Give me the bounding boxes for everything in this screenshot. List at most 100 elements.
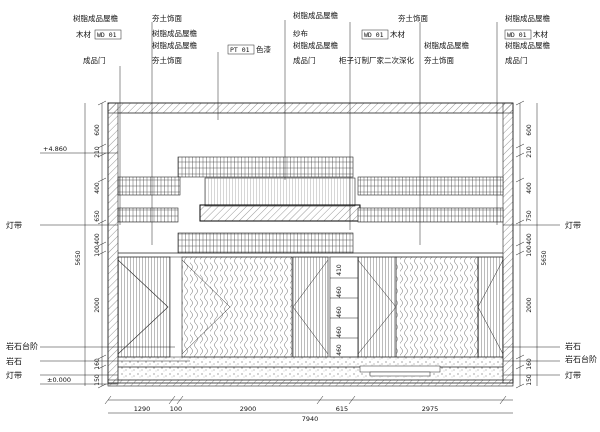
top-labels-midleft: 夯土饰面 树脂成品屋檐 树脂成品屋檐 夯土饰面 PT 01 色漆 xyxy=(152,13,271,65)
dim-lines xyxy=(84,103,538,414)
dim-tick xyxy=(97,143,107,149)
left-dim: 2000 xyxy=(94,297,101,312)
dim-tick xyxy=(515,364,525,370)
label-rock-step: 岩石台阶 xyxy=(565,354,597,364)
right-dim: 750 xyxy=(526,210,533,222)
label-light-strip: 灯带 xyxy=(565,220,581,230)
dim-tick xyxy=(104,395,112,405)
bottom-dim: 615 xyxy=(336,405,348,413)
material-code-wd01: WD 01 xyxy=(364,31,384,39)
top-labels-right: 树脂成品屋檐 WD 01 木材 树脂成品屋檐 成品门 xyxy=(504,13,550,65)
label-rammed-earth: 夯土饰面 xyxy=(152,55,182,65)
right-dim: 100 xyxy=(526,245,533,257)
right-dim: 400 xyxy=(526,182,533,194)
dim-tick xyxy=(515,177,525,183)
label-rammed-earth: 夯土饰面 xyxy=(424,55,454,65)
dim-tick xyxy=(515,250,525,256)
label-resin-eave: 树脂成品屋檐 xyxy=(152,40,197,50)
dim-tick xyxy=(97,250,107,256)
right-dim: 160 xyxy=(526,358,533,370)
label-light-strip: 灯带 xyxy=(6,370,22,380)
top-labels-centerright: 夯土饰面 WD 01 木材 树脂成品屋檐 柜子订制厂家二次深化 夯土饰面 xyxy=(339,13,469,65)
left-dim: 600 xyxy=(94,124,101,136)
left-dim: 100 xyxy=(94,245,101,257)
label-gauze: 纱布 xyxy=(293,28,308,38)
inner-dim: 460 xyxy=(336,286,343,298)
bottom-dimensions: 1290 100 2900 615 2975 xyxy=(104,395,507,413)
left-dim: 150 xyxy=(94,374,101,386)
dim-tick xyxy=(97,152,107,158)
door-panels xyxy=(117,256,504,358)
dim-tick xyxy=(168,395,176,405)
dim-tick xyxy=(97,364,107,370)
dim-tick xyxy=(348,395,356,405)
dim-tick xyxy=(515,219,525,225)
level-upper: +4.860 xyxy=(43,145,67,153)
label-paint: 色漆 xyxy=(256,44,271,54)
bottom-dim: 2900 xyxy=(240,405,257,413)
dim-tick xyxy=(515,383,525,389)
label-rock: 岩石 xyxy=(565,341,581,351)
label-door: 成品门 xyxy=(293,55,316,65)
left-dim: 650 xyxy=(94,210,101,222)
inner-dimensions: 410 460 460 460 460 xyxy=(336,264,343,356)
label-light-strip: 灯带 xyxy=(6,220,22,230)
wall-frame xyxy=(107,102,514,387)
dim-tick xyxy=(97,241,107,247)
bottom-dim: 100 xyxy=(170,405,182,413)
rock-base xyxy=(117,356,504,381)
roof-eaves xyxy=(117,156,504,258)
label-resin-eave: 树脂成品屋檐 xyxy=(505,40,550,50)
label-wood: 木材 xyxy=(76,29,91,39)
label-light-strip: 灯带 xyxy=(565,370,581,380)
bottom-dim: 1290 xyxy=(134,405,151,413)
dim-tick xyxy=(515,152,525,158)
inner-dim: 460 xyxy=(336,326,343,338)
inner-dim: 410 xyxy=(336,264,343,276)
label-rock-step: 岩石台阶 xyxy=(6,341,38,351)
right-dim: 2000 xyxy=(526,297,533,312)
dim-tick xyxy=(499,395,507,405)
bottom-dim: 2975 xyxy=(422,405,439,413)
dim-tick xyxy=(515,241,525,247)
dim-tick xyxy=(176,395,184,405)
dim-tick xyxy=(97,177,107,183)
dim-tick xyxy=(316,395,324,405)
label-wood: 木材 xyxy=(533,29,548,39)
top-labels-left: 树脂成品屋檐 木材 WD 01 成品门 xyxy=(73,13,122,65)
dim-tick xyxy=(515,100,525,106)
material-code-wd01: WD 01 xyxy=(97,31,117,39)
label-resin-eave: 树脂成品屋檐 xyxy=(152,28,197,38)
right-dim: 600 xyxy=(526,124,533,136)
label-resin-eave: 树脂成品屋檐 xyxy=(424,40,469,50)
right-dim: 150 xyxy=(526,374,533,386)
level-ground: ±0.000 xyxy=(47,376,71,384)
label-door: 成品门 xyxy=(83,55,106,65)
paint-code-pt01: PT 01 xyxy=(230,46,250,54)
left-dim: 160 xyxy=(94,358,101,370)
label-resin-eave: 树脂成品屋檐 xyxy=(293,40,338,50)
dim-tick xyxy=(515,354,525,360)
inner-dim: 460 xyxy=(336,306,343,318)
dim-tick xyxy=(97,100,107,106)
bottom-total-dim: 7940 xyxy=(302,415,319,423)
dim-tick xyxy=(97,354,107,360)
right-dim: 400 xyxy=(526,233,533,245)
dim-tick xyxy=(97,219,107,225)
side-labels: 灯带 岩石台阶 岩石 灯带 灯带 岩石 岩石台阶 灯带 xyxy=(6,220,597,380)
left-dim: 400 xyxy=(94,182,101,194)
label-wood: 木材 xyxy=(390,29,405,39)
label-resin-eave: 树脂成品屋檐 xyxy=(505,13,550,23)
label-door: 成品门 xyxy=(505,55,528,65)
label-rammed-earth: 夯土饰面 xyxy=(152,13,182,23)
material-code-wd01: WD 01 xyxy=(507,31,527,39)
right-total-dim: 5650 xyxy=(541,250,548,265)
left-dim: 400 xyxy=(94,233,101,245)
top-labels-center: 树脂成品屋檐 纱布 树脂成品屋檐 成品门 xyxy=(293,10,338,65)
dim-tick xyxy=(97,383,107,389)
label-rammed-earth: 夯土饰面 xyxy=(398,13,428,23)
leader-lines xyxy=(40,20,560,376)
inner-dim: 460 xyxy=(336,344,343,356)
